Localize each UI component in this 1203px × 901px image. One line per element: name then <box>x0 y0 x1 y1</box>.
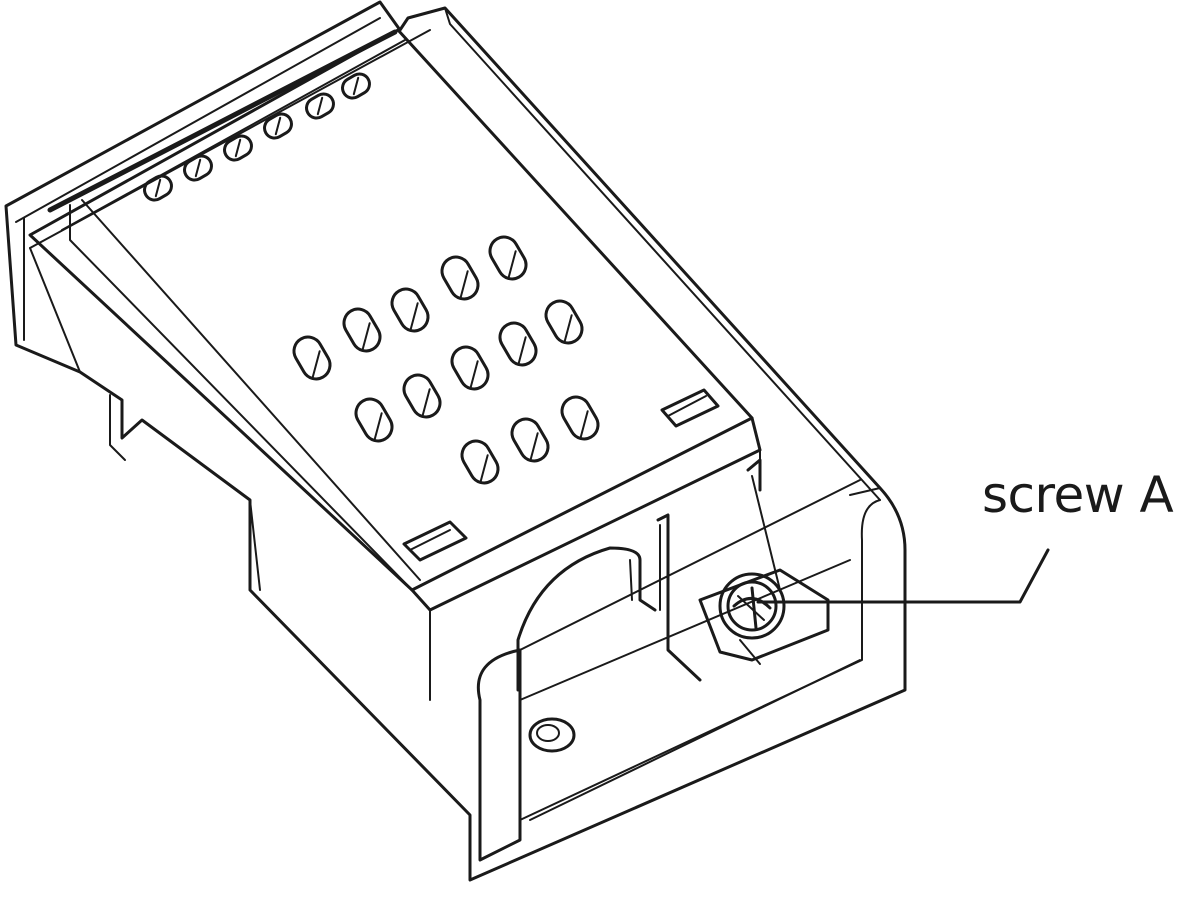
top-cover <box>28 28 762 701</box>
end-wall <box>476 479 861 862</box>
callout-leader <box>756 548 1050 604</box>
screw-a <box>698 568 830 665</box>
latch-tabs <box>402 388 720 562</box>
screw-a-label: screw A <box>982 466 1174 524</box>
cutout-arch <box>516 458 781 692</box>
contact-holes <box>292 235 600 485</box>
mounting-hole <box>528 717 576 753</box>
top-slot-row <box>143 72 371 202</box>
base-housing <box>4 0 907 882</box>
